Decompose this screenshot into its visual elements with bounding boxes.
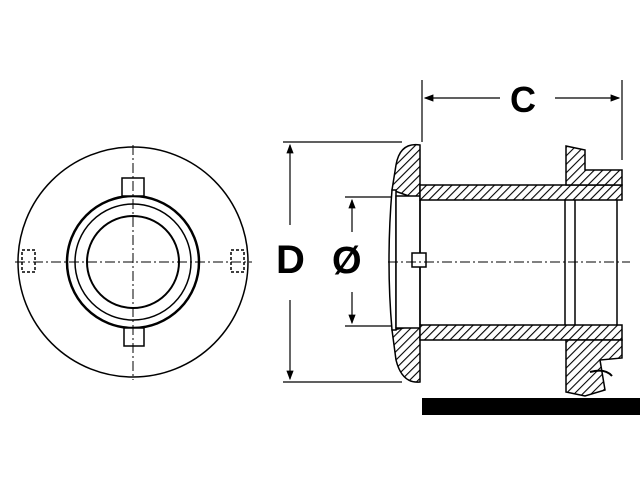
hull-wall	[422, 398, 640, 415]
dimension-label-c: C	[510, 79, 536, 120]
dimension-label-d: D	[276, 238, 305, 282]
slot-right	[230, 249, 245, 273]
nut-top-section	[565, 145, 623, 186]
dimensions	[283, 80, 623, 383]
flange-bottom-section	[391, 324, 421, 383]
section-view	[388, 143, 630, 397]
key-tab	[411, 252, 427, 268]
dimension-label-diameter: Ø	[332, 240, 362, 282]
slot-left	[21, 249, 36, 273]
tube-wall-bottom	[419, 324, 623, 341]
nut-bottom-section	[565, 339, 623, 397]
tube-wall-top	[419, 184, 623, 201]
front-view	[15, 145, 252, 380]
flange-top-section	[391, 143, 421, 202]
tab-bottom	[123, 327, 145, 347]
